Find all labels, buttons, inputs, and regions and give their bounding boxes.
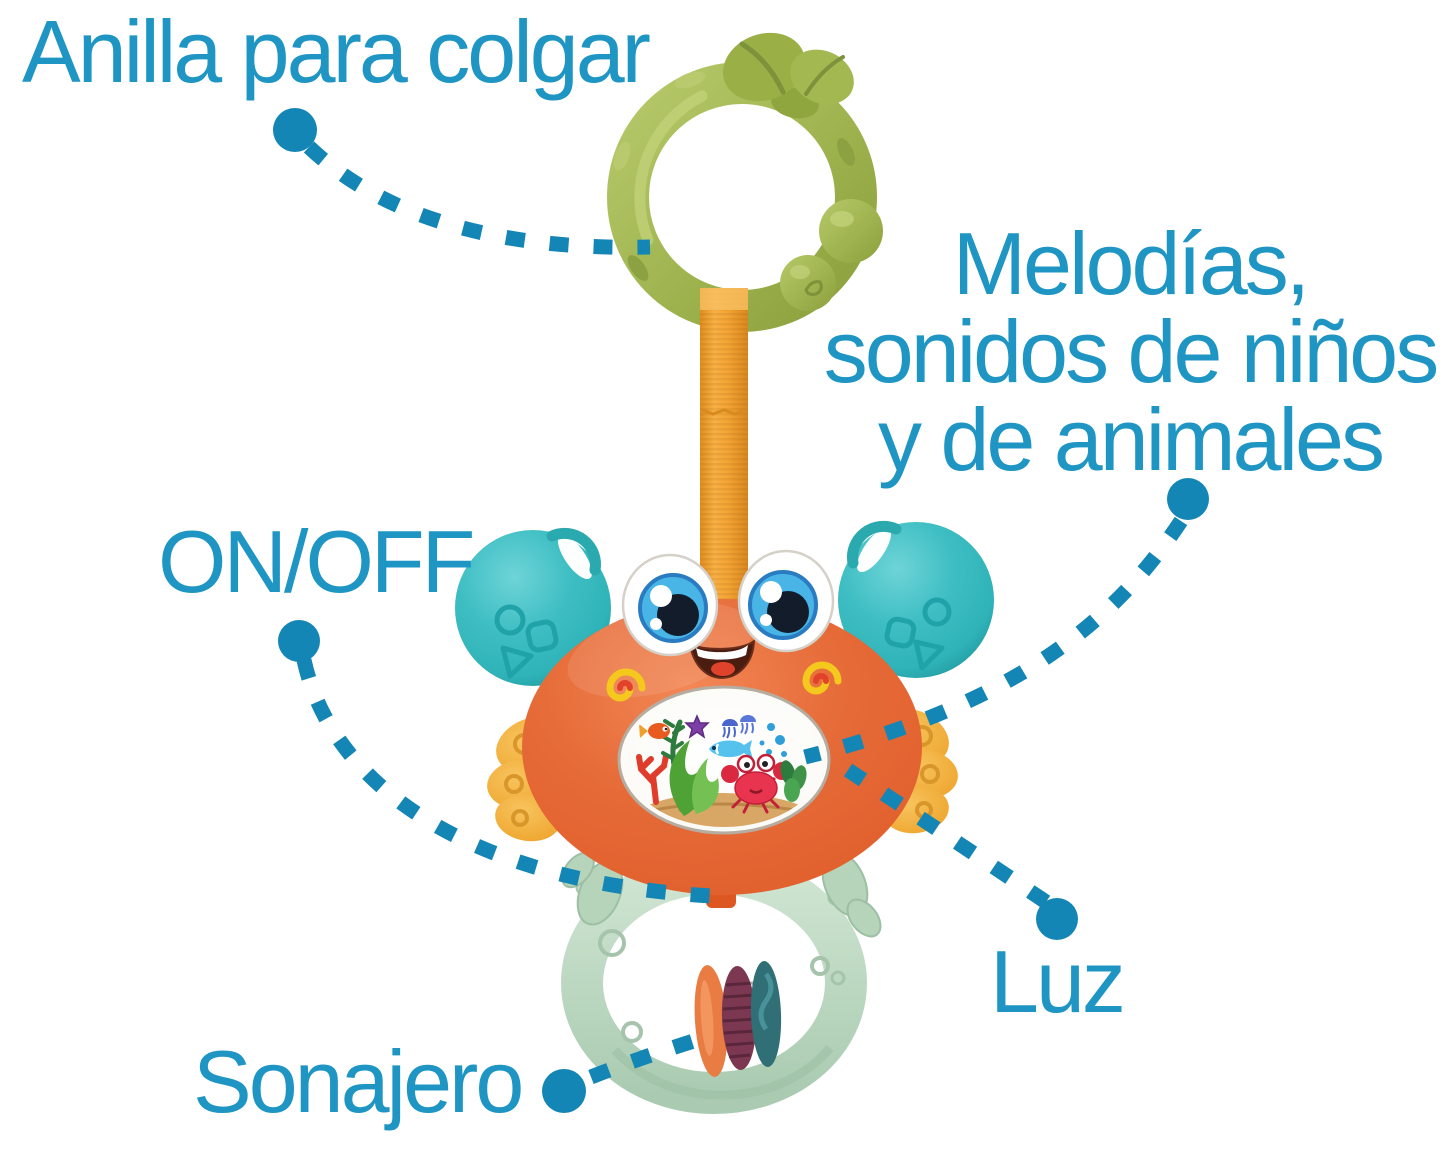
tongue: [711, 662, 735, 676]
ribbon: [700, 288, 748, 614]
shape-circle: [494, 604, 526, 636]
right-eye: [737, 549, 835, 653]
pupil: [767, 591, 809, 633]
claw-notch: [557, 534, 593, 580]
jellyfish: [722, 715, 756, 739]
teeth: [696, 645, 748, 660]
ribbon-fold: [700, 288, 748, 310]
label-rattle: Sonajero: [193, 1032, 524, 1131]
plant: [780, 760, 807, 802]
bubbles: [759, 723, 787, 757]
shape-square: [525, 619, 559, 653]
disc-maroon: [721, 966, 757, 1070]
label-melodies-line3: y de animales: [878, 390, 1385, 489]
label-hanging-ring: Anilla para colgar: [22, 2, 651, 101]
label-light: Luz: [990, 932, 1126, 1031]
belly-screen: [617, 685, 831, 835]
label-on-off: ON/OFF: [158, 512, 475, 611]
leaf-clasp: [722, 32, 854, 119]
rattle-discs: [694, 961, 782, 1077]
left-claw: [455, 527, 611, 686]
label-melodies-line1: Melodías,: [952, 214, 1311, 313]
ribbon-seam: [701, 408, 747, 416]
label-melodies-line2: sonidos de niños: [823, 302, 1439, 401]
left-eye: [621, 553, 719, 657]
blue-fish: [709, 740, 753, 759]
label-melodies: Melodías, sonidos de niños y de animales: [806, 220, 1445, 484]
